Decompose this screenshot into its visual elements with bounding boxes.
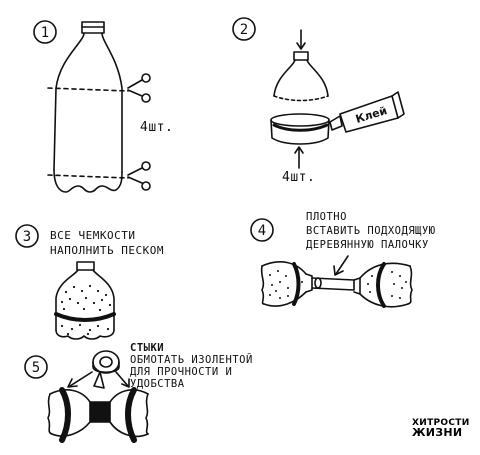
step-1-bottle [47,21,129,193]
step-5-line-4: УДОБСТВА [130,378,185,390]
pointer-arrow-icon [67,371,93,388]
scissors-icon [127,73,151,103]
step-1-count: 4шт. [140,120,174,135]
step-5-number: 5 [32,360,40,376]
brand-logo: ХИТРОСТИ ЖИЗНИ [412,418,470,439]
down-arrow-icon [296,29,306,50]
brand-line-1: ХИТРОСТИ [412,418,470,428]
step-3-line-2: НАПОЛНИТЬ ПЕСКОМ [50,244,164,257]
step-4-line-3: ДЕРЕВЯННУЮ ПАЛОЧКУ [306,239,429,251]
step-4-instructions: ПЛОТНО ВСТАВИТЬ ПОДХОДЯЩУЮ ДЕРЕВЯННУЮ ПА… [306,210,436,252]
step-5-line-2: ОБМОТАТЬ ИЗОЛЕНТОЙ [130,354,253,366]
step-2-bottle-ring [270,113,330,145]
wooden-stick [311,277,355,291]
step-3-circle: 3 [15,224,39,248]
step-3-line-1: ВСЕ ЧЕМКОСТИ [50,229,136,242]
step-4-right-half [353,262,413,308]
step-1-circle: 1 [33,20,57,44]
step-4-line-1: ПЛОТНО [306,211,347,223]
tape-roll-icon [92,350,120,389]
step-2-count: 4шт. [282,170,316,185]
glue-tube-icon [329,91,405,133]
step-5-dumbbell [47,387,149,443]
step-1-number: 1 [41,25,49,41]
step-3-instructions: ВСЕ ЧЕМКОСТИ НАПОЛНИТЬ ПЕСКОМ [50,228,164,258]
brand-line-2: ЖИЗНИ [412,426,463,439]
step-3-number: 3 [23,229,31,245]
up-arrow-icon [294,146,304,169]
pointer-arrow-icon [115,371,130,388]
pointer-arrow-icon [333,255,349,276]
step-2-circle: 2 [232,17,256,41]
step-2-number: 2 [240,22,248,38]
step-5-circle: 5 [24,355,48,379]
step-5-line-3: ДЛЯ ПРОЧНОСТИ И [130,366,233,378]
step-3-filled-bottle [54,261,116,340]
step-4-left-half [260,261,313,307]
step-5-line-1: СТЫКИ [130,342,165,354]
step-4-number: 4 [258,223,266,239]
step-4-line-2: ВСТАВИТЬ ПОДХОДЯЩУЮ [306,225,436,237]
step-5-instructions: СТЫКИ ОБМОТАТЬ ИЗОЛЕНТОЙ ДЛЯ ПРОЧНОСТИ И… [130,342,253,390]
scissors-icon [127,161,151,191]
step-4-circle: 4 [250,218,274,242]
step-2-bottle-top [273,51,329,102]
